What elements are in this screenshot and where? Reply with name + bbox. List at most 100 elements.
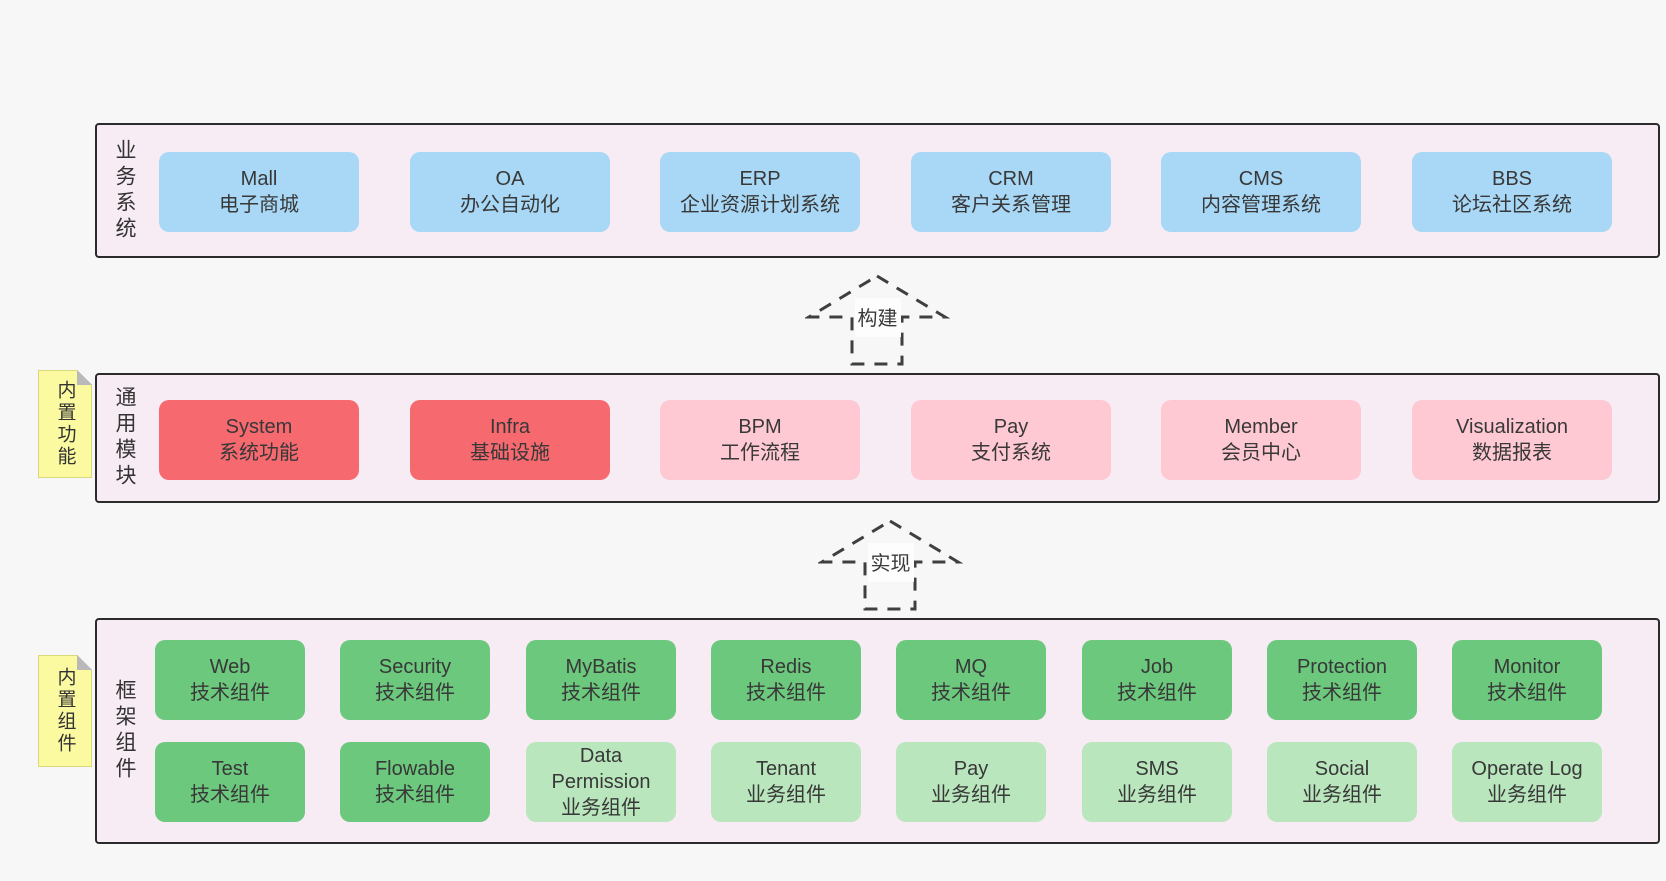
box-desc: 企业资源计划系统 [680,194,840,216]
box-name: Infra [489,416,531,438]
box-desc: 业务组件 [561,797,641,819]
box-erp: ERP 企业资源计划系统 [660,152,860,232]
box-desc: 技术组件 [375,682,455,704]
box-name: Pay [953,758,989,780]
box-desc: 技术组件 [1487,682,1567,704]
box-name: Web [209,656,251,678]
box-web: Web 技术组件 [155,640,305,720]
box-name: Redis [760,656,812,678]
box-desc: 技术组件 [190,784,270,806]
box-tenant: Tenant 业务组件 [711,742,861,822]
box-name: Visualization [1456,416,1568,438]
box-name: MQ [954,656,988,678]
box-desc: 工作流程 [720,442,800,464]
arrow-build-label: 构建 [854,298,901,337]
box-desc: 业务组件 [1487,784,1567,806]
layer-framework-components: 框架组件 Web 技术组件 Security 技术组件 MyBatis 技术组件… [95,618,1660,844]
box-name: Operate Log [1471,758,1583,780]
box-name: Tenant [755,758,817,780]
box-desc: 客户关系管理 [951,194,1071,216]
box-desc: 会员中心 [1221,442,1301,464]
box-bpm: BPM 工作流程 [660,400,860,480]
box-desc: 技术组件 [1117,682,1197,704]
box-social: Social 业务组件 [1267,742,1417,822]
box-crm: CRM 客户关系管理 [911,152,1111,232]
box-name: CMS [1238,168,1284,190]
box-mall: Mall 电子商城 [159,152,359,232]
box-name: MyBatis [565,656,637,678]
note-text: 内置组件 [54,667,76,755]
box-desc: 基础设施 [470,442,550,464]
box-desc: 业务组件 [1117,784,1197,806]
box-desc: 支付系统 [971,442,1051,464]
box-name: Monitor [1493,656,1561,678]
box-desc: 电子商城 [219,194,299,216]
up-arrow-icon [818,519,963,611]
box-name: Mall [240,168,278,190]
box-pay-module: Pay 支付系统 [911,400,1111,480]
box-name: Flowable [374,758,456,780]
box-name: Security [378,656,452,678]
box-name: Social [1314,758,1370,780]
box-name: Job [1140,656,1174,678]
box-desc: 技术组件 [375,784,455,806]
box-desc: 业务组件 [746,784,826,806]
box-data-permission: Data Permission 业务组件 [526,742,676,822]
box-mq: MQ 技术组件 [896,640,1046,720]
box-sms: SMS 业务组件 [1082,742,1232,822]
note-built-in-features: 内置功能 [38,370,92,478]
arrow-build: 构建 [805,272,950,369]
box-visualization: Visualization 数据报表 [1412,400,1612,480]
box-security: Security 技术组件 [340,640,490,720]
box-desc: 论坛社区系统 [1452,194,1572,216]
arrow-implement: 实现 [818,517,963,614]
box-desc: 业务组件 [931,784,1011,806]
box-desc: 技术组件 [931,682,1011,704]
business-systems-label: 业务系统 [113,138,136,243]
layer-business-systems: 业务系统 Mall 电子商城 OA 办公自动化 ERP 企业资源计划系统 CRM… [95,123,1660,258]
box-test: Test 技术组件 [155,742,305,822]
box-name: ERP [739,168,781,190]
common-modules-label: 通用模块 [113,386,136,490]
box-desc: 数据报表 [1472,442,1552,464]
box-name: Member [1224,416,1298,438]
layer-common-modules: 通用模块 System 系统功能 Infra 基础设施 BPM 工作流程 Pay… [95,373,1660,503]
box-protection: Protection 技术组件 [1267,640,1417,720]
note-built-in-components: 内置组件 [38,655,92,767]
box-desc: 技术组件 [746,682,826,704]
box-infra: Infra 基础设施 [410,400,610,480]
box-bbs: BBS 论坛社区系统 [1412,152,1612,232]
box-operate-log: Operate Log 业务组件 [1452,742,1602,822]
box-name: SMS [1135,758,1179,780]
box-desc: 办公自动化 [460,194,560,216]
framework-components-label: 框架组件 [113,679,136,783]
box-member: Member 会员中心 [1161,400,1361,480]
box-name: BPM [738,416,782,438]
box-name: Test [211,758,249,780]
box-cms: CMS 内容管理系统 [1161,152,1361,232]
box-pay-component: Pay 业务组件 [896,742,1046,822]
arrow-implement-label: 实现 [867,543,914,582]
box-name: Pay [993,416,1029,438]
box-desc: 技术组件 [1302,682,1382,704]
box-desc: 内容管理系统 [1201,194,1321,216]
box-oa: OA 办公自动化 [410,152,610,232]
box-desc: 技术组件 [561,682,641,704]
note-text: 内置功能 [54,380,76,468]
up-arrow-icon [805,274,950,366]
box-mybatis: MyBatis 技术组件 [526,640,676,720]
box-name: System [225,416,293,438]
box-job: Job 技术组件 [1082,640,1232,720]
box-redis: Redis 技术组件 [711,640,861,720]
box-flowable: Flowable 技术组件 [340,742,490,822]
box-name: Protection [1296,656,1388,678]
box-desc: 技术组件 [190,682,270,704]
box-desc: 系统功能 [219,442,299,464]
box-monitor: Monitor 技术组件 [1452,640,1602,720]
box-name: Data Permission [551,745,651,793]
box-desc: 业务组件 [1302,784,1382,806]
box-name: BBS [1491,168,1533,190]
box-name: OA [495,168,525,190]
box-name: CRM [988,168,1034,190]
